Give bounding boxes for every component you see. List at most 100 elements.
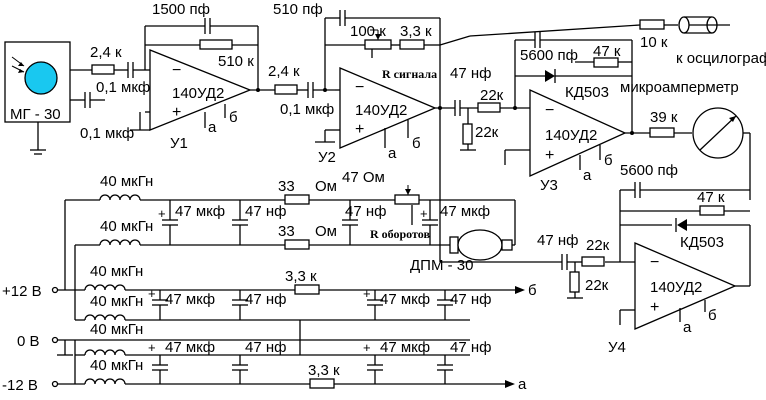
sensor-element	[24, 61, 58, 95]
resistor-510k	[199, 39, 233, 50]
c47nf-3-label: 47 нф	[245, 291, 286, 308]
r-signal-label: R сигнала	[382, 67, 437, 81]
resistor-33-1	[284, 194, 310, 205]
r3-3k-b-label: 3,3 к	[285, 268, 317, 285]
u1-label: У1	[170, 135, 188, 152]
resistor-39k	[649, 127, 675, 138]
c47uf-2-label: 47 мкф	[440, 203, 490, 220]
plus12-label: +12 В	[2, 283, 42, 300]
u3-part: 140УД2	[545, 127, 597, 144]
l6-label: 40 мкГн	[90, 357, 143, 374]
opamp-u4: − + 140УД2 У4 а б	[608, 242, 737, 356]
r39k-label: 39 к	[650, 109, 678, 126]
motor-label: ДПМ - 30	[410, 257, 473, 274]
potentiometer-r-signal	[364, 39, 392, 50]
l3-label: 40 мкГн	[90, 263, 143, 280]
c3-label: 0,1 мкф	[280, 101, 334, 118]
r33-1-label: 33	[278, 178, 295, 195]
resistor-r2	[274, 84, 298, 95]
c2-label: 0,1 мкф	[80, 125, 134, 142]
u2-pin-b: б	[412, 135, 421, 152]
c5-label: 47 нф	[537, 232, 578, 249]
diode-u4	[677, 219, 687, 231]
l5-label: 40 мкГн	[90, 321, 143, 338]
r47k-u4-label: 47 к	[697, 189, 725, 206]
u3-minus: −	[545, 102, 554, 119]
u2-part: 140УД2	[355, 102, 407, 119]
zero-label: 0 В	[17, 333, 40, 350]
c47nf-4-label: 47 нф	[245, 339, 286, 356]
resistor-22k-v2	[569, 271, 580, 293]
opamp-u2: − + 140УД2 У2 а б	[318, 67, 437, 166]
filter-caps-lower: + 47 мкф + 47 мкф 47 нф 47 нф + 47 мкф +…	[148, 286, 491, 384]
c47nf-1-label: 47 нф	[245, 203, 286, 220]
resistor-10k	[639, 19, 665, 30]
c5600-u3-label: 5600 пф	[520, 47, 578, 64]
c47nf-5-label: 47 нф	[450, 291, 491, 308]
inductor-l6	[84, 378, 126, 385]
resistor-33-2	[284, 239, 310, 250]
u4-pin-a: а	[683, 319, 692, 336]
r510k-label: 510 к	[218, 53, 254, 70]
u4-part: 140УД2	[650, 279, 702, 296]
c47uf-5-label: 47 мкф	[380, 291, 430, 308]
net-b-out: б	[528, 282, 537, 299]
u4-label: У4	[608, 339, 626, 356]
c47uf-4-label: 47 мкф	[165, 339, 215, 356]
r22k-h1-label: 22к	[480, 87, 504, 104]
filter-caps-upper: + 47 мкф 47 нф 47 нф + 47 мкф	[158, 200, 490, 245]
svg-text:+: +	[363, 286, 371, 301]
sensor-label: МГ - 30	[10, 106, 61, 123]
r22k-v1-label: 22к	[475, 124, 499, 141]
c1500-label: 1500 пф	[152, 1, 210, 18]
resistor-22k-h2	[581, 256, 605, 267]
c47uf-1-label: 47 мкф	[175, 203, 225, 220]
u1-minus: −	[172, 62, 181, 79]
r22k-v2-label: 22к	[585, 277, 609, 294]
u2-label: У2	[318, 149, 336, 166]
c47uf-3-label: 47 мкф	[165, 291, 215, 308]
u1-plus: +	[172, 104, 181, 121]
opamp-u3: − + 140УД2 У3 а б	[529, 88, 627, 194]
u3-label: У3	[540, 177, 558, 194]
u3-plus: +	[545, 147, 554, 164]
r47k-u3-label: 47 к	[593, 43, 621, 60]
inductor-l3	[84, 284, 126, 291]
minus12-label: -12 В	[2, 377, 38, 394]
resistor-3-3k	[399, 39, 425, 50]
ohm-2-label: Ом	[315, 223, 337, 240]
svg-text:+: +	[363, 340, 371, 355]
l2-label: 40 мкГн	[100, 218, 153, 235]
r-turns-label: R оборотов	[370, 227, 430, 241]
net-a-out: а	[518, 376, 527, 393]
r1-label: 2,4 к	[90, 44, 122, 61]
coax-connector	[678, 16, 690, 34]
r22k-h2-label: 22к	[586, 237, 610, 254]
diode-u3-label: КД503	[565, 84, 609, 101]
c1-label: 0,1 мкф	[96, 79, 150, 96]
potentiometer-r-turns	[394, 194, 420, 205]
inductor-l5	[84, 349, 126, 356]
diode-u3	[545, 70, 555, 82]
u2-minus: −	[355, 79, 364, 96]
r33-2-label: 33	[278, 223, 295, 240]
svg-text:+: +	[158, 206, 166, 221]
microammeter-label: микроамперметр	[620, 79, 739, 96]
r47ohm-label: 47 Ом	[342, 169, 385, 186]
resistor-22k-h1	[477, 102, 501, 113]
u2-pin-a: а	[388, 145, 397, 162]
c47nf-2-label: 47 нф	[345, 203, 386, 220]
diode-u4-label: КД503	[680, 234, 724, 251]
resistor-3-3k-a	[309, 378, 335, 389]
r10k-label: 10 к	[640, 34, 668, 51]
u1-pin-b: б	[229, 109, 238, 126]
u3-pin-a: а	[583, 167, 592, 184]
u1-pin-a: а	[208, 119, 217, 136]
r3-3k-label: 3,3 к	[400, 23, 432, 40]
resistor-47k-u4	[699, 205, 725, 216]
inductor-l2	[99, 239, 141, 246]
c47uf-6-label: 47 мкф	[380, 339, 430, 356]
u2-plus: +	[355, 121, 364, 138]
